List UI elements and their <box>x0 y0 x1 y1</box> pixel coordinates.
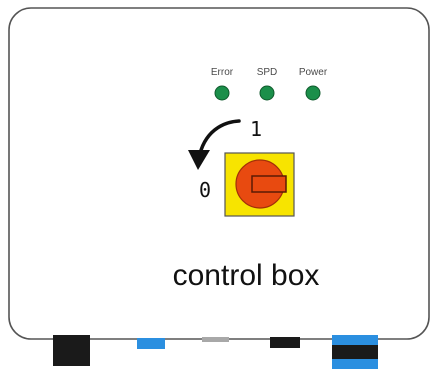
switch-position-off-label: 0 <box>199 178 211 202</box>
switch-handle-icon <box>251 175 287 193</box>
indicator-label-spd: SPD <box>257 67 278 78</box>
switch-position-on-label: 1 <box>250 117 262 141</box>
control-box-title: control box <box>173 259 320 292</box>
port-5-blue-black-connector-icon <box>332 335 378 369</box>
port-1-black-connector-icon <box>53 335 90 366</box>
port-2-blue-connector-icon <box>137 338 165 349</box>
power-led-icon <box>305 85 321 101</box>
indicator-label-power: Power <box>299 67 328 78</box>
indicator-label-error: Error <box>211 67 234 78</box>
error-led-icon <box>214 85 230 101</box>
spd-led-icon <box>259 85 275 101</box>
arrow-head-icon <box>188 150 210 170</box>
port-4-black-connector-icon <box>270 337 300 348</box>
port-3-gray-connector-icon <box>202 337 229 342</box>
